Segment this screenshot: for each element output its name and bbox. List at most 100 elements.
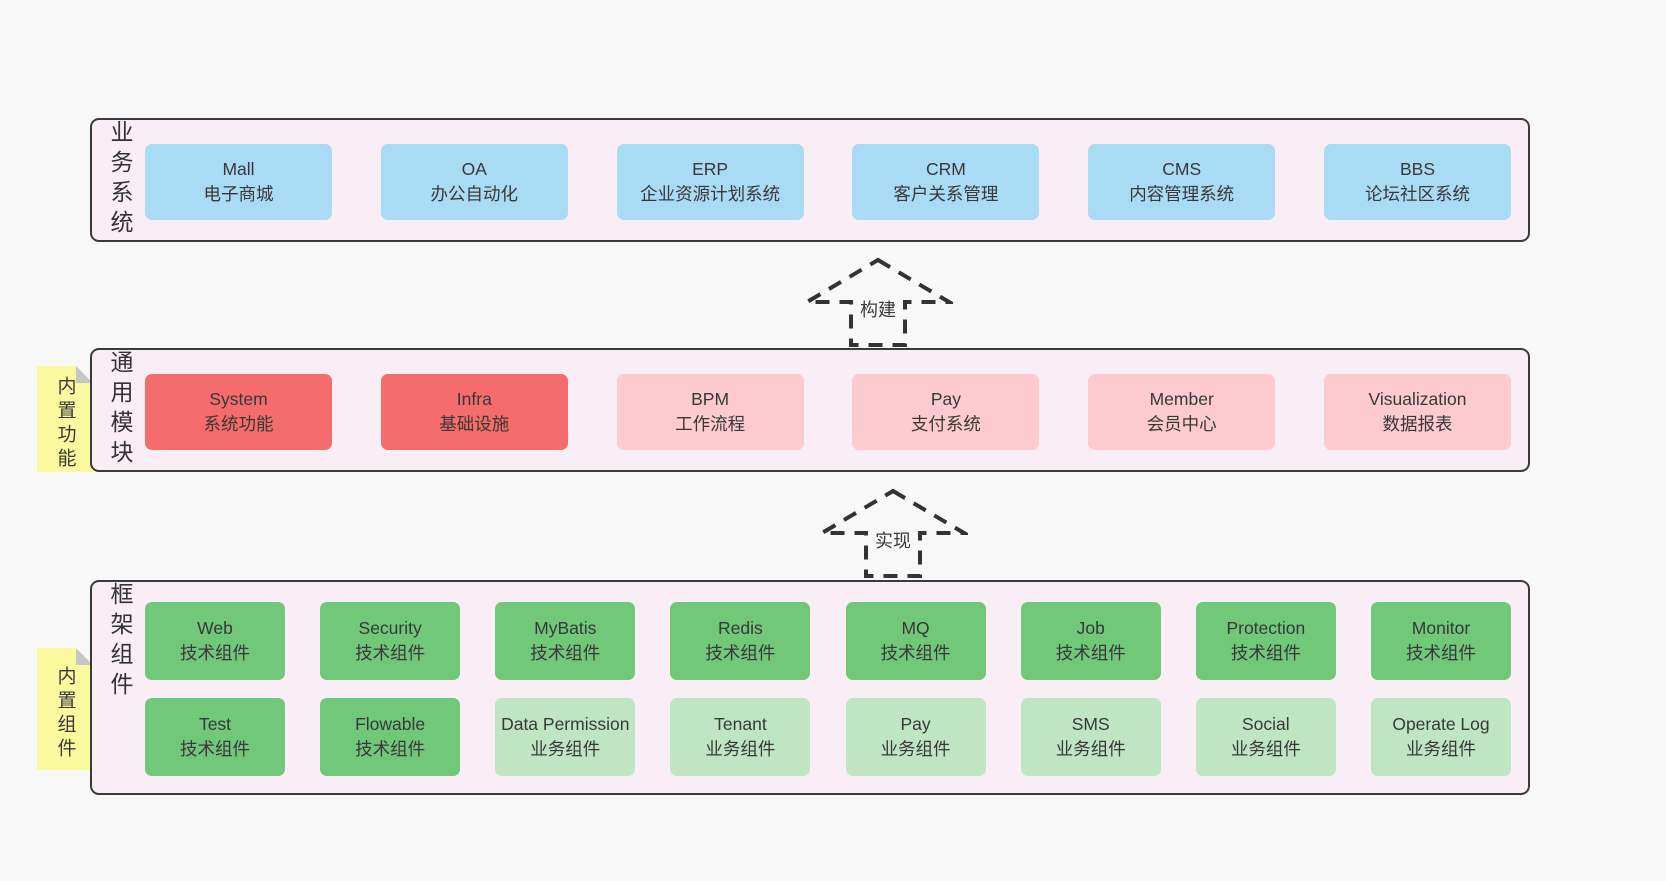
box-title: Redis <box>718 618 763 638</box>
box-title: CMS <box>1162 159 1202 179</box>
box-title: Monitor <box>1411 618 1471 638</box>
box-subtitle: 数据报表 <box>1382 414 1453 434</box>
layer-framework-components: 框架组件 Web 技术组件 Security 技术组件 MyBatis 技术组件… <box>90 580 1530 795</box>
box-web: Web 技术组件 <box>145 602 285 680</box>
box-erp: ERP 企业资源计划系统 <box>616 144 804 220</box>
box-title: Operate Log <box>1392 714 1490 734</box>
box-system: System 系统功能 <box>145 374 332 450</box>
box-title: Tenant <box>714 714 767 734</box>
box-title: Infra <box>456 389 492 409</box>
box-subtitle: 技术组件 <box>705 643 776 663</box>
arrow-implement: 实现 <box>818 487 968 579</box>
box-monitor: Monitor 技术组件 <box>1370 602 1511 680</box>
box-visualization: Visualization 数据报表 <box>1323 374 1511 450</box>
box-bbs: BBS 论坛社区系统 <box>1323 144 1511 220</box>
box-title: Protection <box>1226 618 1306 638</box>
box-subtitle: 内容管理系统 <box>1129 184 1235 204</box>
box-pay: Pay 支付系统 <box>852 374 1040 450</box>
box-redis: Redis 技术组件 <box>670 602 811 680</box>
box-mq: MQ 技术组件 <box>845 602 986 680</box>
box-oa: OA 办公自动化 <box>380 144 568 220</box>
box-subtitle: 系统功能 <box>203 414 274 434</box>
box-pay-component: Pay 业务组件 <box>845 698 986 776</box>
box-data-permission: Data Permission 业务组件 <box>495 698 636 776</box>
box-operate-log: Operate Log 业务组件 <box>1370 698 1511 776</box>
box-subtitle: 业务组件 <box>1230 739 1301 759</box>
box-title: Pay <box>900 714 931 734</box>
biz-components-row: Test 技术组件 Flowable 技术组件 Data Permission … <box>145 698 1511 776</box>
box-infra: Infra 基础设施 <box>380 374 568 450</box>
sticky-note-label: 内置组件 <box>54 666 76 762</box>
box-title: Pay <box>930 389 961 409</box>
box-subtitle: 论坛社区系统 <box>1364 184 1470 204</box>
layer-label-common-modules: 通用模块 <box>107 350 133 470</box>
box-title: CRM <box>925 159 966 179</box>
box-subtitle: 技术组件 <box>880 643 951 663</box>
box-crm: CRM 客户关系管理 <box>852 144 1040 220</box>
box-security: Security 技术组件 <box>320 602 461 680</box>
box-subtitle: 业务组件 <box>705 739 776 759</box>
box-title: MyBatis <box>534 618 597 638</box>
sticky-note-builtin-features: 内置功能 <box>37 366 93 472</box>
box-subtitle: 技术组件 <box>180 643 250 663</box>
box-title: ERP <box>692 159 729 179</box>
box-title: Member <box>1149 389 1214 409</box>
box-subtitle: 基础设施 <box>439 414 510 434</box>
box-subtitle: 技术组件 <box>1055 643 1126 663</box>
layer-label-business-systems: 业务系统 <box>107 120 133 240</box>
box-title: System <box>209 389 268 409</box>
dashed-up-arrow-icon <box>818 488 968 578</box>
box-subtitle: 业务组件 <box>1405 739 1476 759</box>
box-title: Test <box>198 714 232 734</box>
box-subtitle: 技术组件 <box>530 643 601 663</box>
box-title: Social <box>1242 714 1290 734</box>
box-title: Security <box>358 618 422 638</box>
box-mall: Mall 电子商城 <box>145 144 332 220</box>
box-bpm: BPM 工作流程 <box>616 374 804 450</box>
box-test: Test 技术组件 <box>145 698 285 776</box>
box-subtitle: 技术组件 <box>1230 643 1301 663</box>
box-subtitle: 技术组件 <box>180 739 250 759</box>
box-subtitle: 客户关系管理 <box>893 184 999 204</box>
box-subtitle: 业务组件 <box>530 739 601 759</box>
common-modules-row: System 系统功能 Infra 基础设施 BPM 工作流程 Pay 支付系统… <box>145 374 1511 450</box>
arrow-build-label: 构建 <box>857 296 899 322</box>
box-subtitle: 技术组件 <box>1405 643 1476 663</box>
box-sms: SMS 业务组件 <box>1020 698 1161 776</box>
box-subtitle: 支付系统 <box>910 414 981 434</box>
box-tenant: Tenant 业务组件 <box>670 698 811 776</box>
box-flowable: Flowable 技术组件 <box>320 698 461 776</box>
box-title: Web <box>197 618 233 638</box>
box-subtitle: 工作流程 <box>675 414 746 434</box>
box-social: Social 业务组件 <box>1195 698 1336 776</box>
layer-label-framework-components: 框架组件 <box>107 582 133 702</box>
layer-business-systems: 业务系统 Mall 电子商城 OA 办公自动化 ERP 企业资源计划系统 CRM… <box>90 118 1530 242</box>
arrow-build: 构建 <box>803 256 953 348</box>
box-title: Job <box>1076 618 1105 638</box>
box-title: Flowable <box>355 714 426 734</box>
box-mybatis: MyBatis 技术组件 <box>495 602 636 680</box>
box-subtitle: 技术组件 <box>355 643 426 663</box>
sticky-note-label: 内置功能 <box>54 376 76 472</box>
box-subtitle: 会员中心 <box>1146 414 1217 434</box>
tech-components-row: Web 技术组件 Security 技术组件 MyBatis 技术组件 Redi… <box>145 602 1511 680</box>
box-title: Visualization <box>1368 389 1467 409</box>
framework-components-rows: Web 技术组件 Security 技术组件 MyBatis 技术组件 Redi… <box>145 602 1511 776</box>
layer-common-modules: 通用模块 System 系统功能 Infra 基础设施 BPM 工作流程 Pay… <box>90 348 1530 472</box>
box-cms: CMS 内容管理系统 <box>1088 144 1276 220</box>
box-subtitle: 企业资源计划系统 <box>640 184 781 204</box>
arrow-implement-label: 实现 <box>872 527 914 553</box>
box-title: MQ <box>901 618 930 638</box>
box-subtitle: 业务组件 <box>880 739 951 759</box>
box-job: Job 技术组件 <box>1020 602 1161 680</box>
box-subtitle: 电子商城 <box>203 184 274 204</box>
box-title: SMS <box>1071 714 1110 734</box>
business-systems-row: Mall 电子商城 OA 办公自动化 ERP 企业资源计划系统 CRM 客户关系… <box>145 144 1511 220</box>
box-subtitle: 办公自动化 <box>430 184 519 204</box>
box-protection: Protection 技术组件 <box>1195 602 1336 680</box>
box-subtitle: 业务组件 <box>1055 739 1126 759</box>
sticky-note-builtin-components: 内置组件 <box>37 648 93 770</box>
box-title: OA <box>461 159 487 179</box>
dashed-up-arrow-icon <box>803 257 953 347</box>
box-member: Member 会员中心 <box>1088 374 1276 450</box>
